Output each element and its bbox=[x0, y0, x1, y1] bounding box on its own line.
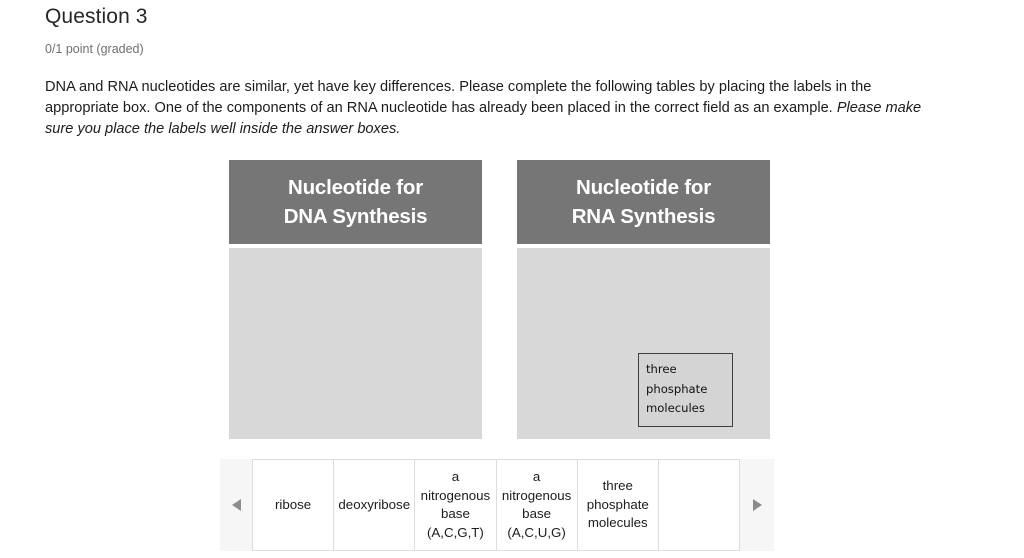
question-prompt: DNA and RNA nucleotides are similar, yet… bbox=[45, 77, 943, 140]
prompt-main-text: DNA and RNA nucleotides are similar, yet… bbox=[45, 79, 872, 116]
label-bank-item-nitrogenous-base-acug[interactable]: a nitrogenous base (A,C,U,G) bbox=[497, 460, 578, 550]
dropzone-dna-target-area[interactable] bbox=[229, 248, 482, 439]
label-bank-carousel: ribose deoxyribose a nitrogenous base (A… bbox=[220, 459, 774, 551]
carousel-prev-button[interactable] bbox=[220, 459, 252, 551]
dropzone-rna-header-line2: RNA Synthesis bbox=[571, 205, 716, 228]
points-graded-label: 0/1 point (graded) bbox=[45, 42, 144, 56]
prompt-emphasis-text: Please make sure you place the labels we… bbox=[45, 100, 922, 137]
dropzone-rna-header: Nucleotide for RNA Synthesis bbox=[517, 160, 770, 244]
dropzone-rna-header-line1: Nucleotide for bbox=[575, 176, 711, 199]
label-bank-item-empty bbox=[659, 460, 739, 550]
page-title: Question 3 bbox=[45, 5, 148, 28]
label-bank-item-three-phosphate-molecules[interactable]: three phosphate molecules bbox=[578, 460, 659, 550]
dropzone-dna-header-line2: DNA Synthesis bbox=[283, 205, 428, 228]
label-bank-item-ribose[interactable]: ribose bbox=[253, 460, 335, 550]
dropzone-rna[interactable]: Nucleotide for RNA Synthesis three phosp… bbox=[517, 160, 770, 439]
question-block: Question 3 0/1 point (graded) DNA and RN… bbox=[45, 0, 945, 140]
dropzone-group: Nucleotide for DNA Synthesis Nucleotide … bbox=[229, 160, 770, 439]
carousel-next-button[interactable] bbox=[740, 459, 774, 551]
label-bank-item-deoxyribose[interactable]: deoxyribose bbox=[334, 460, 416, 550]
dropzone-rna-target-area[interactable]: three phosphate molecules bbox=[517, 248, 770, 439]
dropzone-dna-header: Nucleotide for DNA Synthesis bbox=[229, 160, 482, 244]
label-bank-track: ribose deoxyribose a nitrogenous base (A… bbox=[252, 459, 740, 551]
placed-label-three-phosphate-molecules[interactable]: three phosphate molecules bbox=[638, 353, 733, 427]
dropzone-dna-header-line1: Nucleotide for bbox=[287, 176, 423, 199]
dropzone-dna[interactable]: Nucleotide for DNA Synthesis bbox=[229, 160, 482, 439]
label-bank-item-nitrogenous-base-acgt[interactable]: a nitrogenous base (A,C,G,T) bbox=[415, 460, 497, 550]
chevron-right-icon bbox=[752, 499, 762, 511]
chevron-left-icon bbox=[231, 499, 241, 511]
